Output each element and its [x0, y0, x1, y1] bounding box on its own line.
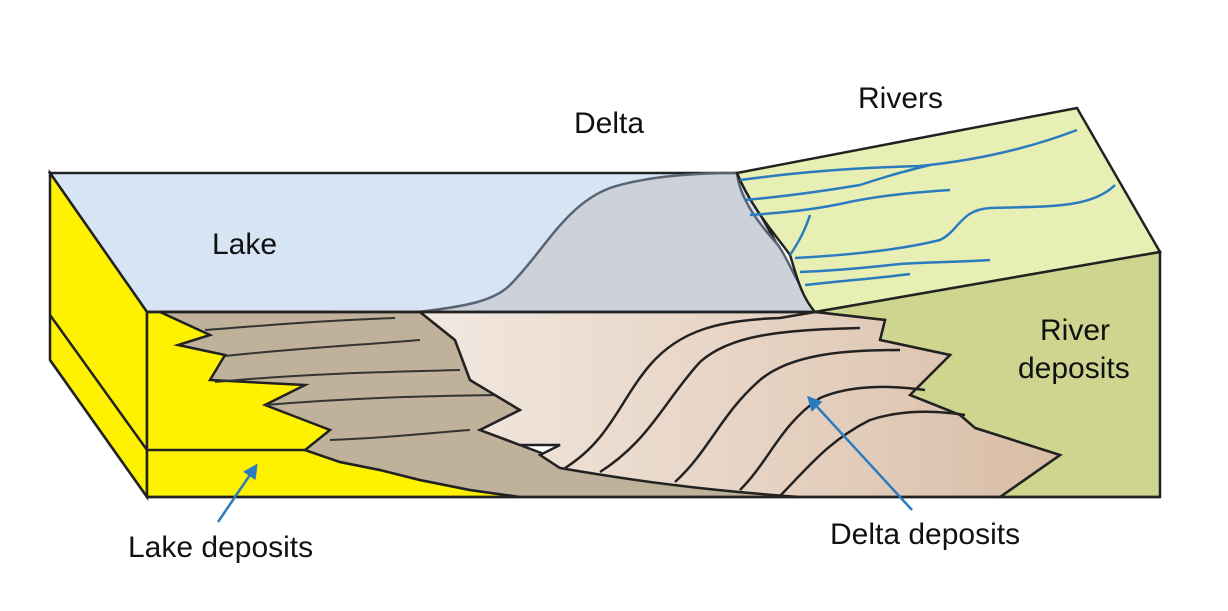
rivers-label: Rivers [858, 82, 943, 115]
dark-deposit-layers [204, 317, 501, 441]
arrow-icon [216, 463, 258, 523]
delta-foreset-layers [564, 310, 966, 497]
river-channels [739, 128, 1116, 287]
river-deposits-label-line2: deposits [1018, 352, 1130, 385]
delta-surface [417, 171, 817, 314]
block-outline [48, 310, 1160, 499]
delta-label: Delta [574, 107, 644, 140]
river-deposits-label-line1: River [1040, 314, 1110, 347]
delta-deposits-label: Delta deposits [830, 518, 1020, 551]
lake-deposits-label: Lake deposits [128, 531, 313, 564]
arrow-icon [806, 395, 913, 511]
lake-label: Lake [212, 228, 277, 261]
